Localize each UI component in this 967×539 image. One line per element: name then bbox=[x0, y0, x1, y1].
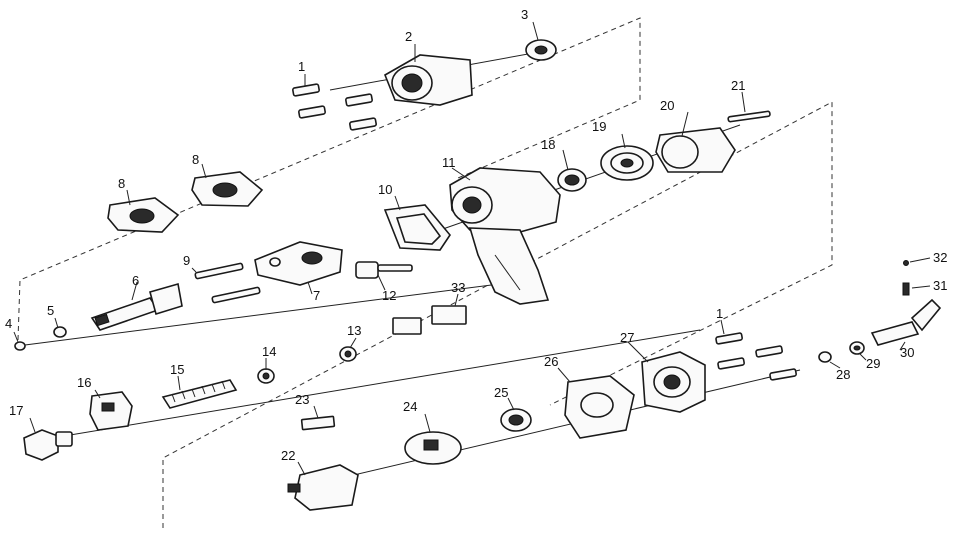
part-11-main-housing bbox=[449, 167, 561, 305]
part-15-spring bbox=[161, 379, 238, 409]
part-24-plate bbox=[404, 431, 462, 465]
part-3-washer bbox=[525, 39, 557, 61]
label-part-8b: 8 bbox=[192, 152, 199, 167]
label-part-31: 31 bbox=[933, 278, 947, 293]
part-22-rotor bbox=[287, 464, 359, 511]
label-part-27: 27 bbox=[620, 330, 634, 345]
part-20-cylinder bbox=[655, 127, 736, 173]
part-21-pin bbox=[727, 110, 771, 123]
label-part-20: 20 bbox=[660, 98, 674, 113]
part-26-gasket bbox=[564, 375, 635, 439]
part-2-front-housing bbox=[383, 54, 473, 106]
part-10-gasket bbox=[383, 204, 451, 251]
part-19-plate bbox=[600, 145, 654, 181]
label-part-29: 29 bbox=[866, 356, 880, 371]
label-part-5: 5 bbox=[47, 303, 54, 318]
part-27-rear-cover bbox=[641, 351, 706, 413]
label-part-3: 3 bbox=[521, 7, 528, 22]
label-part-6: 6 bbox=[132, 273, 139, 288]
assembly-outlines bbox=[17, 17, 833, 528]
part-12-valve bbox=[355, 261, 413, 279]
label-part-32: 32 bbox=[933, 250, 947, 265]
label-part-17: 17 bbox=[9, 403, 23, 418]
leader-lines bbox=[13, 21, 931, 476]
part-6-anvil bbox=[90, 282, 183, 331]
label-part-9: 9 bbox=[183, 253, 190, 268]
label-part-23: 23 bbox=[295, 392, 309, 407]
label-part-4: 4 bbox=[5, 316, 12, 331]
label-part-22: 22 bbox=[281, 448, 295, 463]
part-16-block bbox=[89, 391, 133, 431]
part-5-ring bbox=[53, 326, 67, 338]
part-23-vane bbox=[300, 415, 336, 431]
part-32-ball bbox=[903, 260, 909, 266]
label-part-2: 2 bbox=[405, 29, 412, 44]
part-1b-screws bbox=[715, 332, 797, 381]
label-part-8a: 8 bbox=[118, 176, 125, 191]
part-9-pins bbox=[194, 262, 261, 304]
label-part-26: 26 bbox=[544, 354, 558, 369]
label-part-18: 18 bbox=[541, 137, 555, 152]
label-part-15: 15 bbox=[170, 362, 184, 377]
label-part-19: 19 bbox=[592, 119, 606, 134]
label-part-7: 7 bbox=[313, 288, 320, 303]
part-7-hammer-cage bbox=[254, 241, 343, 286]
label-part-24: 24 bbox=[403, 399, 417, 414]
label-part-28: 28 bbox=[836, 367, 850, 382]
part-29-nut bbox=[849, 341, 865, 355]
part-8-hammer-b bbox=[191, 171, 264, 207]
label-part-1: 1 bbox=[298, 59, 305, 74]
part-31-spring bbox=[902, 282, 910, 296]
label-part-16: 16 bbox=[77, 375, 91, 390]
part-25-bearing bbox=[500, 408, 532, 432]
label-part-11: 11 bbox=[442, 155, 456, 170]
label-part-10: 10 bbox=[378, 182, 392, 197]
part-18-bearing bbox=[557, 168, 587, 192]
part-14-nut bbox=[257, 368, 275, 384]
part-13-nut bbox=[339, 346, 357, 362]
label-part-14: 14 bbox=[262, 344, 276, 359]
label-part-12: 12 bbox=[382, 288, 396, 303]
part-17-fitting bbox=[23, 429, 73, 461]
part-33-blocks bbox=[392, 305, 467, 335]
label-part-21: 21 bbox=[731, 78, 745, 93]
part-8-hammer-a bbox=[107, 197, 180, 233]
label-part-25: 25 bbox=[494, 385, 508, 400]
part-1-screws bbox=[292, 83, 377, 131]
label-part-30: 30 bbox=[900, 345, 914, 360]
label-part-33: 33 bbox=[451, 280, 465, 295]
part-30-reverse-valve bbox=[870, 298, 942, 346]
part-labels: 1 2 3 4 5 6 7 8 8 9 10 11 12 13 14 15 16… bbox=[5, 7, 947, 463]
part-28-ring bbox=[818, 351, 832, 363]
label-part-1b: 1 bbox=[716, 306, 723, 321]
label-part-13: 13 bbox=[347, 323, 361, 338]
part-4-ring bbox=[14, 341, 26, 351]
